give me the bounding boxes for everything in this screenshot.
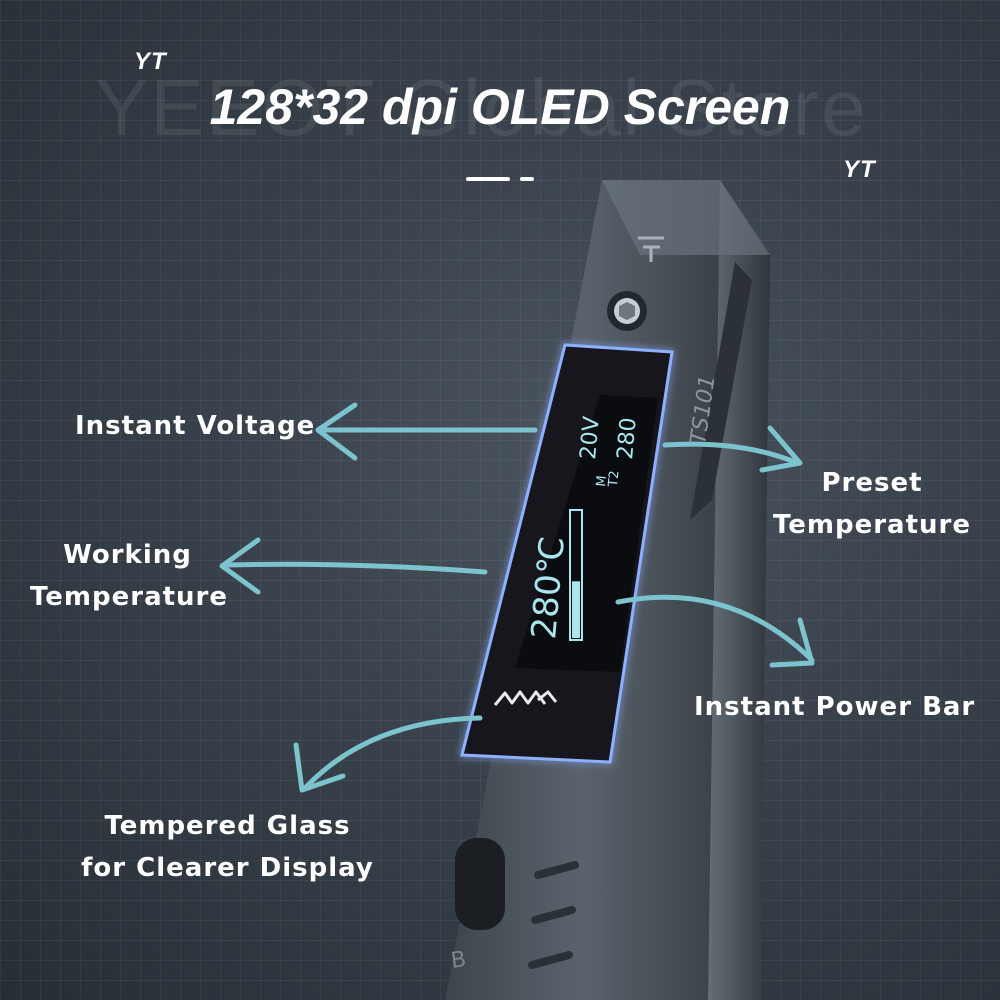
label-working-temperature-line1: Working: [63, 540, 192, 570]
label-working-temperature: Working Temperature: [30, 534, 229, 618]
power-bar-fill: [572, 581, 580, 638]
arrow-tempered-glass: [302, 715, 483, 791]
arrow-preset-temperature: [662, 441, 798, 465]
arrow-head-working-temperature: [219, 537, 261, 595]
brand-logo-top-left: YT: [134, 48, 167, 75]
arrow-working-temperature: [222, 561, 488, 575]
brand-logo-top-right: YT: [843, 156, 876, 183]
store-watermark: YEEOT Global Store: [95, 63, 868, 152]
label-preset-temperature-line1: Preset: [821, 468, 923, 498]
arrow-head-instant-power-bar: [769, 617, 815, 668]
power-bar-frame: [569, 509, 583, 641]
label-tempered-glass-line1: Tempered Glass: [104, 811, 351, 841]
label-preset-temperature-line2: Temperature: [772, 510, 971, 540]
screen-voltage: 20V: [576, 415, 605, 460]
title-underline: [466, 177, 510, 181]
label-tempered-glass: Tempered Glass for Clearer Display: [80, 805, 375, 889]
title-underline-dot: [520, 177, 534, 181]
screen-mode-mark: M: [594, 475, 610, 487]
label-tempered-glass-line2: for Clearer Display: [81, 853, 374, 883]
arrow-head-tempered-glass: [293, 742, 346, 793]
label-working-temperature-line2: Temperature: [30, 582, 229, 612]
page-title: 128*32 dpi OLED Screen: [209, 79, 791, 135]
arrow-head-preset-temperature: [759, 425, 803, 473]
arrow-head-instant-voltage: [315, 402, 358, 461]
label-instant-voltage: Instant Voltage: [75, 411, 316, 441]
miniware-logo: [493, 690, 558, 706]
callout-arrows: [219, 402, 815, 793]
screen-tip-mark: T2: [606, 470, 622, 488]
arrow-instant-power-bar: [615, 594, 815, 663]
label-instant-power-bar: Instant Power Bar: [694, 692, 976, 722]
button-letter: B: [449, 947, 467, 974]
screen-working-temperature: 280℃: [524, 535, 573, 641]
screen-preset-temperature: 280: [613, 417, 642, 461]
label-preset-temperature: Preset Temperature: [772, 462, 972, 546]
